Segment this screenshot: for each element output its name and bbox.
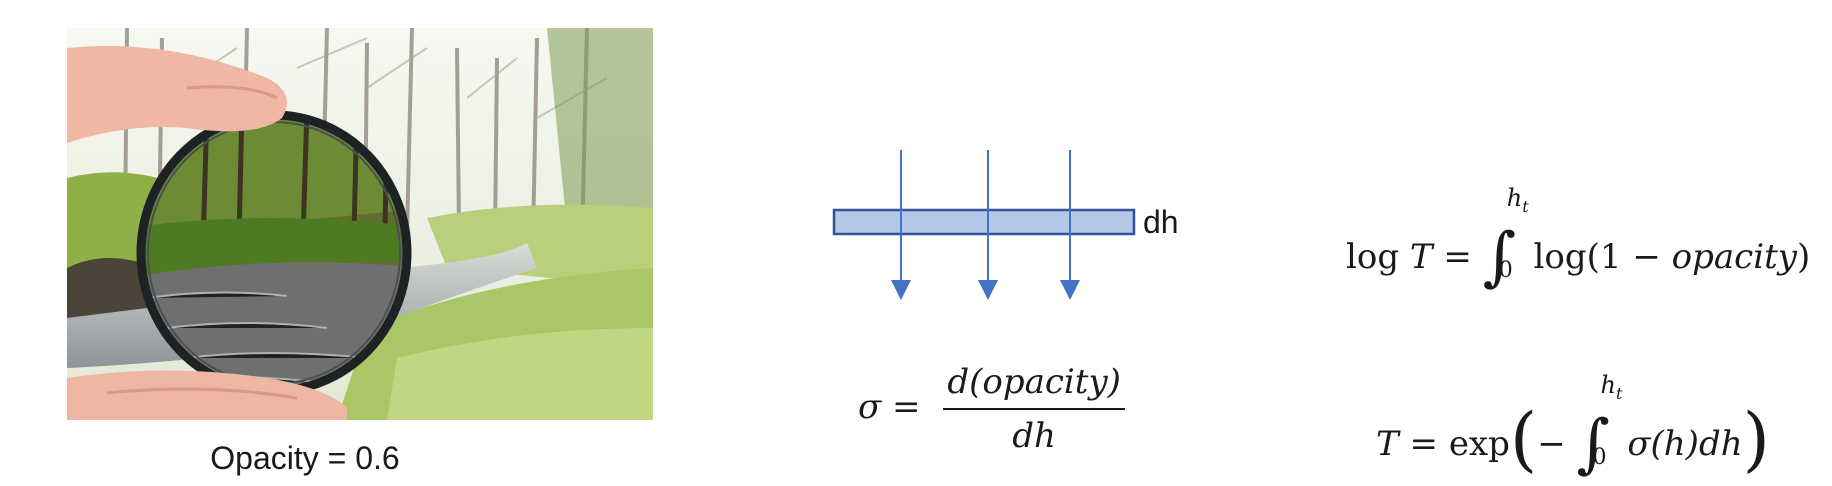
integral: ∫ ht 0 <box>1483 184 1529 294</box>
exp-fn: exp <box>1448 424 1510 464</box>
integral-upper-limit: ht <box>1506 184 1529 216</box>
sigma-symbol: σ <box>858 387 882 427</box>
integral-lower-limit: 0 <box>1592 445 1607 470</box>
transmittance-formula: T = exp(− ∫ ht 0 σ(h)dh) <box>1376 371 1770 481</box>
fraction-denominator: dh <box>1012 416 1056 456</box>
close-paren: ) <box>1742 398 1770 480</box>
slab-layer <box>832 208 1136 236</box>
equals-sign: = <box>892 387 921 427</box>
integrand: σ(h)dh <box>1627 424 1743 464</box>
open-paren: ( <box>1509 398 1538 480</box>
filter-photo-illustration <box>67 28 653 420</box>
log-fn: log <box>1346 237 1400 277</box>
slab-thickness-label: dh <box>1143 204 1179 240</box>
equals-sign: = <box>1443 237 1472 277</box>
opacity-caption: Opacity = 0.6 <box>210 440 400 476</box>
integral-sign: ∫ <box>1482 220 1517 294</box>
transmittance-var: T <box>1376 424 1399 464</box>
filter-photo <box>67 28 653 420</box>
sigma-formula: σ = d(opacity) dh <box>858 362 1125 456</box>
integral-lower-limit: 0 <box>1498 258 1513 283</box>
opacity-var: opacity <box>1671 237 1797 277</box>
transmittance-var: T <box>1409 237 1433 277</box>
sigma-fraction: d(opacity) dh <box>943 362 1125 456</box>
integral-sign: ∫ <box>1576 407 1610 481</box>
log-term: log(1 − <box>1533 237 1672 277</box>
equals-sign: = <box>1409 424 1439 464</box>
minus-sign: − <box>1537 424 1566 464</box>
log-transmittance-formula: log T = ∫ ht 0 log(1 − opacity) <box>1346 184 1811 294</box>
fraction-numerator: d(opacity) <box>943 362 1125 410</box>
slab-diagram <box>832 150 1136 300</box>
integral-upper-limit: ht <box>1600 371 1623 403</box>
integral: ∫ ht 0 <box>1577 371 1623 481</box>
